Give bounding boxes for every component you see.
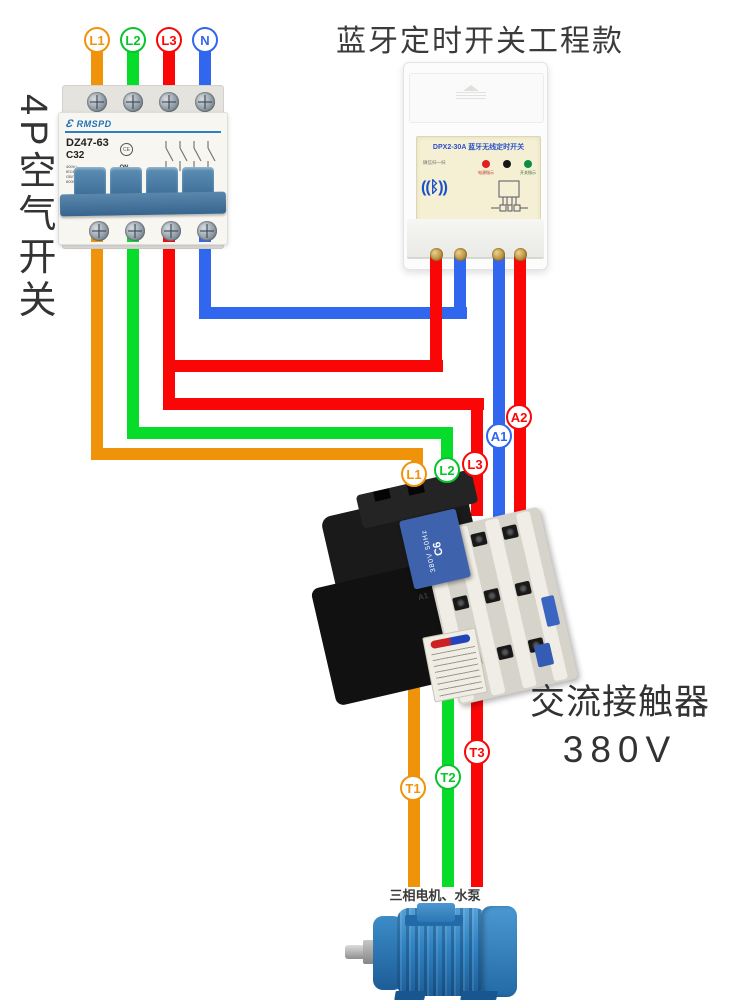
contactor-spec-lines — [431, 645, 484, 698]
breaker-toggle-handle[interactable] — [74, 167, 106, 195]
contactor-terminal-screw — [501, 524, 519, 541]
timer-terminal-screw — [492, 248, 505, 261]
brand-logo-icon: Ɛ — [64, 118, 75, 130]
wire-coil-a1 — [493, 255, 505, 562]
wire-t1-out — [408, 646, 420, 887]
timer-terminal-screw — [454, 248, 467, 261]
wire-l1-stub — [91, 50, 103, 88]
contactor-terminal-screw — [470, 531, 488, 548]
page-title: 蓝牙定时开关工程款 — [336, 25, 624, 58]
wire-l3-to-timer — [163, 360, 443, 372]
wire-label-A2: A2 — [506, 404, 532, 430]
switch-led — [524, 160, 532, 168]
wire-l2-stub — [127, 50, 139, 88]
contactor-terminal-screw — [496, 644, 514, 661]
wire-l3-horiz — [163, 398, 484, 410]
timer-terminal-screw — [514, 248, 527, 261]
motor-front-cap — [481, 906, 517, 997]
wire-label-L2-mid: L2 — [434, 457, 460, 483]
motor-shaft-collar — [363, 940, 376, 964]
timer-label: DPX2-30A 蓝牙无线定时开关 微信扫一扫 电源指示 开关指示 ((ᛒ)) — [416, 136, 541, 230]
breaker-toggle-handle[interactable] — [110, 167, 142, 195]
wire-l2-horiz — [127, 427, 453, 439]
contactor-terminal-screw — [483, 587, 501, 604]
wire-label-T1: T1 — [400, 775, 426, 801]
breaker-screw — [87, 92, 107, 112]
motor-shaft — [345, 945, 367, 959]
motor-junction-box — [417, 903, 455, 922]
breaker-screw — [123, 92, 143, 112]
breaker-toggle-handle[interactable] — [146, 167, 178, 195]
wire-label-T2: T2 — [435, 764, 461, 790]
wire-n-stub — [199, 50, 211, 88]
motor-foot — [460, 991, 498, 1000]
circuit-breaker: Ɛ RMSPD DZ47-63 C32 CE 400V~ IEC60898-1 … — [58, 85, 228, 249]
breaker-screw — [195, 92, 215, 112]
switch-led-label: 开关指示 — [520, 170, 536, 175]
wire-n-horiz — [199, 307, 467, 319]
breaker-screw — [125, 221, 145, 241]
motor-caption: 三相电机、水泵 — [389, 888, 481, 903]
wire-label-L3-mid: L3 — [462, 451, 488, 477]
breaker-screw — [161, 221, 181, 241]
wire-l1-down — [91, 240, 103, 460]
breaker-side-label: 4P空气开关 — [12, 94, 54, 323]
breaker-rating: C32 — [66, 150, 85, 161]
wire-l3-stub — [163, 50, 175, 88]
power-led — [482, 160, 490, 168]
breaker-screw — [197, 221, 217, 241]
wire-timer-in-blue — [454, 255, 466, 319]
wire-label-L3-top: L3 — [156, 27, 182, 53]
timer-terminal-screw — [430, 248, 443, 261]
contactor-terminal-screw — [452, 594, 470, 612]
contactor-terminal-screw — [514, 580, 532, 597]
breaker-toggle-bar[interactable] — [59, 191, 227, 217]
motor-foot — [394, 991, 426, 1000]
wire-l1-horiz — [91, 448, 423, 460]
mid-led — [503, 160, 511, 168]
bluetooth-icon: ((ᛒ)) — [421, 179, 448, 196]
wire-coil-a2 — [514, 255, 526, 552]
pole-diagram-icon — [165, 141, 216, 171]
wire-timer-in-red — [430, 255, 442, 372]
wire-l3-down — [163, 240, 175, 410]
bluetooth-timer-switch: DPX2-30A 蓝牙无线定时开关 微信扫一扫 电源指示 开关指示 ((ᛒ)) — [403, 62, 548, 270]
wire-label-L1-mid: L1 — [401, 461, 427, 487]
cover-arrow-icon — [456, 85, 486, 101]
timer-scan-hint: 微信扫一扫 — [423, 160, 446, 165]
ce-mark-icon: CE — [120, 143, 133, 156]
contactor-caption: 交流接触器 380V — [529, 683, 710, 770]
wire-label-L1-top: L1 — [84, 27, 110, 53]
timer-model-title: DPX2-30A 蓝牙无线定时开关 — [432, 144, 525, 151]
power-led-label: 电源指示 — [478, 170, 494, 175]
breaker-brand: Ɛ RMSPD — [64, 118, 112, 130]
mini-wiring-schematic-icon — [491, 180, 528, 212]
wire-label-N-top: N — [192, 27, 218, 53]
wire-l2-down — [127, 240, 139, 439]
wire-label-L2-top: L2 — [120, 27, 146, 53]
three-phase-motor — [345, 903, 517, 1000]
wire-label-T3: T3 — [464, 739, 490, 765]
breaker-divider — [65, 131, 221, 133]
breaker-screw — [89, 221, 109, 241]
wire-n-down — [199, 240, 211, 319]
wire-label-A1: A1 — [486, 423, 512, 449]
breaker-model: DZ47-63 — [66, 137, 109, 149]
breaker-toggle-handle[interactable] — [182, 167, 214, 195]
breaker-screw — [159, 92, 179, 112]
